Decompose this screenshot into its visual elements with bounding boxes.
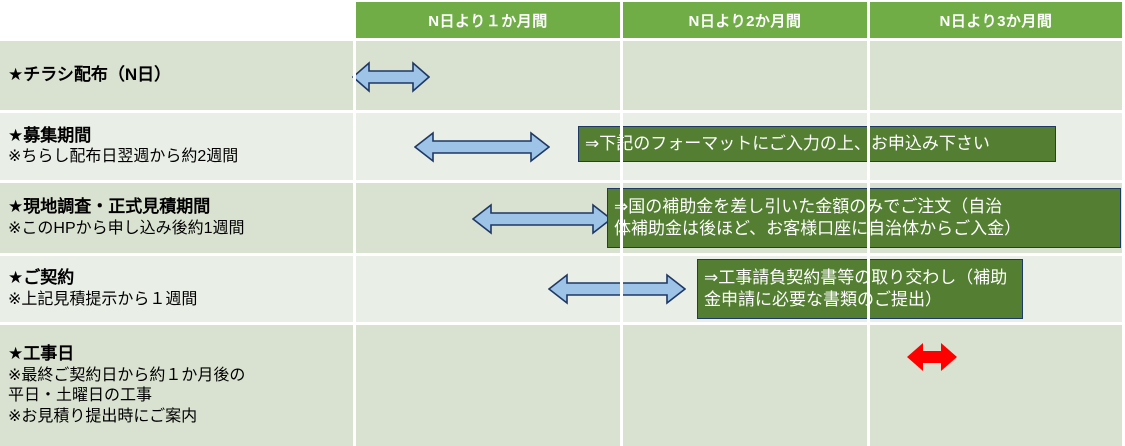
gridline-vertical-3 (867, 0, 870, 446)
row-note: ※お見積り提出時にご案内 (8, 408, 198, 426)
callout-line: ⇒下記のフォーマットにご入力の上、お申込み下さい (585, 134, 990, 154)
row-construction-cell-month-2 (623, 325, 867, 446)
row-construction-cell-month-3 (870, 325, 1122, 446)
row-flyer-cell-month-1 (356, 41, 620, 110)
callout-line: 体補助金は後ほど、お客様口座に自治体からご入金） (614, 219, 1022, 238)
column-header-label: N日より2か月間 (688, 12, 802, 30)
column-header-month-3: N日より3か月間 (870, 2, 1122, 38)
row-note: ※このHPから申し込み後約1週間 (8, 219, 245, 237)
gridline-vertical-2 (620, 0, 623, 446)
row-title: ★現地調査・正式見積期間 (8, 197, 211, 217)
row-flyer-cell-month-3 (870, 41, 1122, 110)
row-note: ※最終ご契約日から約１か月後の (8, 366, 246, 384)
row-note: ※上記見積提示から１週間 (8, 290, 198, 308)
callout-line: 金申請に必要な書類のご提出） (704, 290, 942, 309)
callout-contract-documents: ⇒工事請負契約書等の取り交わし（補助 金申請に必要な書類のご提出） (697, 259, 1023, 319)
row-title: ★チラシ配布（N日） (8, 65, 172, 85)
row-label-recruit: ★募集期間 ※ちらし配布日翌週から約2週間 (0, 113, 353, 180)
row-construction-cell-month-1 (356, 325, 620, 446)
row-label-survey: ★現地調査・正式見積期間 ※このHPから申し込み後約1週間 (0, 183, 353, 253)
gridline-horizontal-3 (0, 253, 1125, 256)
row-contract-cell-month-1 (356, 256, 620, 322)
callout-line: ⇒国の補助金を差し引いた金額のみでご注文（自治 (614, 197, 1003, 217)
callout-application-format: ⇒下記のフォーマットにご入力の上、お申込み下さい (578, 126, 1056, 162)
gridline-horizontal-1 (0, 110, 1125, 113)
row-note: ※ちらし配布日翌週から約2週間 (8, 148, 239, 166)
row-title: ★工事日 (8, 344, 75, 364)
row-flyer-cell-month-2 (623, 41, 867, 110)
row-title: ★募集期間 (8, 125, 92, 145)
gridline-vertical-1 (353, 0, 356, 446)
row-title: ★ご契約 (8, 268, 75, 288)
table-corner-cell (0, 0, 356, 38)
row-note: 平日・土曜日の工事 (8, 387, 153, 405)
callout-line: ⇒工事請負契約書等の取り交わし（補助 (704, 268, 1008, 288)
row-label-contract: ★ご契約 ※上記見積提示から１週間 (0, 256, 353, 322)
gridline-horizontal-2 (0, 180, 1125, 183)
column-header-label: N日より3か月間 (939, 12, 1053, 30)
column-header-month-2: N日より2か月間 (623, 2, 867, 38)
gridline-horizontal-header (0, 38, 1125, 41)
gridline-horizontal-4 (0, 322, 1125, 325)
column-header-month-1: N日より１か月間 (356, 2, 620, 38)
row-label-construction: ★工事日 ※最終ご契約日から約１か月後の 平日・土曜日の工事 ※お見積り提出時に… (0, 325, 353, 446)
row-label-flyer: ★チラシ配布（N日） (0, 41, 353, 110)
callout-subsidy-notice: ⇒国の補助金を差し引いた金額のみでご注文（自治 体補助金は後ほど、お客様口座に自… (607, 188, 1121, 248)
row-survey-cell-month-1 (356, 183, 620, 253)
column-header-label: N日より１か月間 (428, 12, 548, 30)
